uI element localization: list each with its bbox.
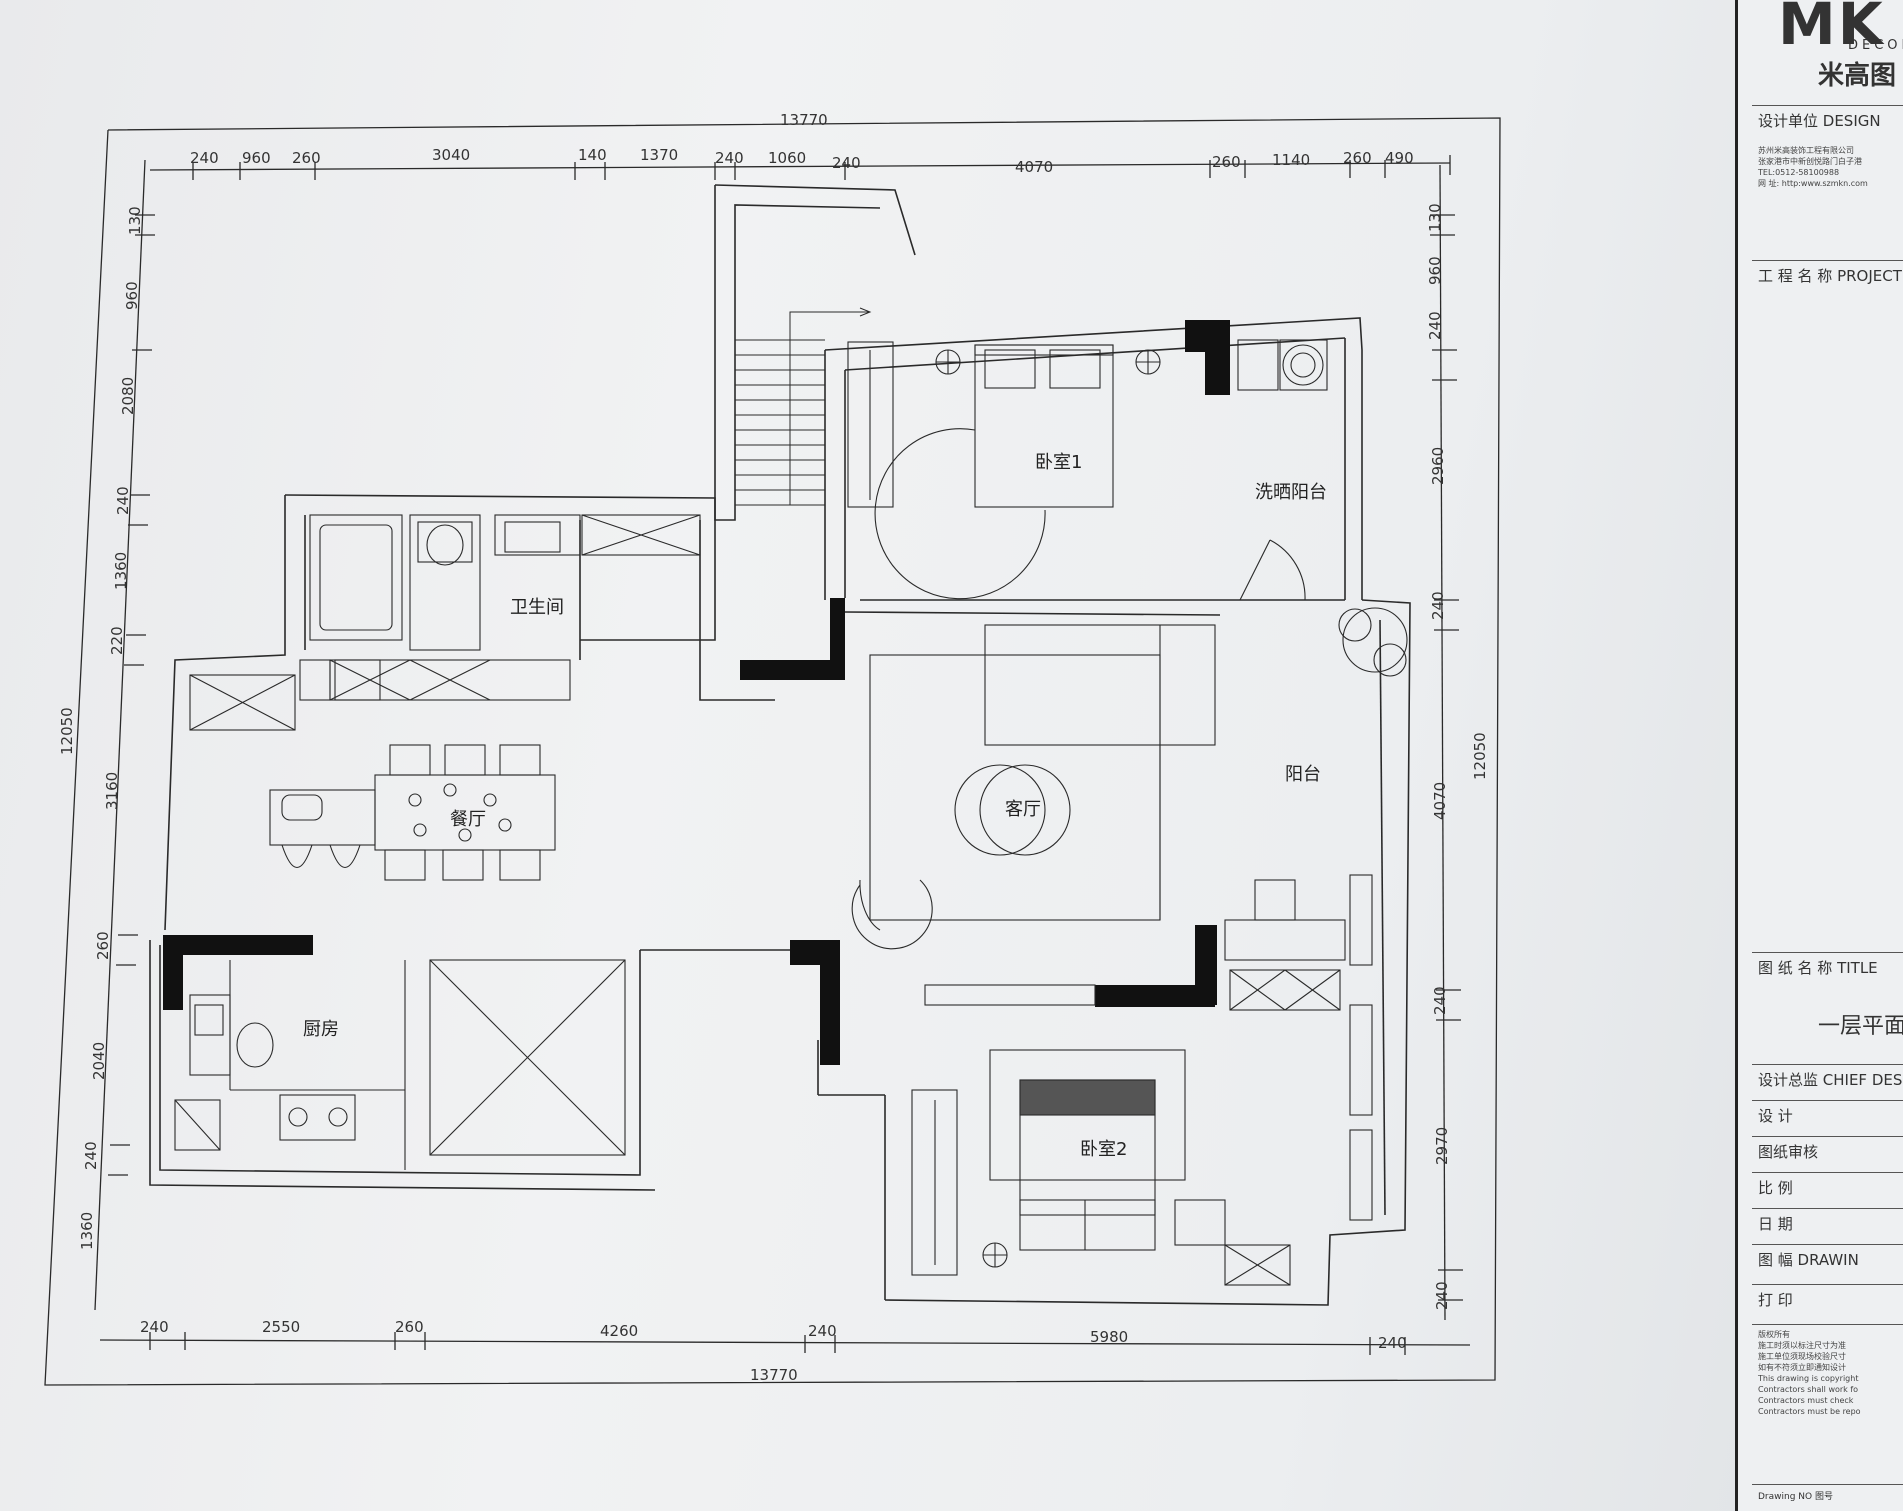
room-label-bathroom: 卫生间 — [510, 597, 564, 618]
dim-right-6: 240 — [1431, 986, 1449, 1015]
copyright-line-4: This drawing is copyright — [1758, 1374, 1859, 1383]
scale-row: 比 例 — [1752, 1172, 1903, 1208]
drawing-name-row: 图 纸 名 称 TITLE 一层平面 — [1752, 952, 1903, 1062]
dim-left-1: 960 — [123, 281, 141, 310]
dim-right-0: 130 — [1426, 203, 1444, 232]
dim-bottom-total: 13770 — [750, 1366, 798, 1384]
dim-top-1: 960 — [242, 149, 271, 167]
logo-cn: 米高图 — [1818, 61, 1897, 91]
copyright-row: 版权所有 施工时须以标注尺寸为准 施工单位须现场校验尺寸 如有不符须立即通知设计… — [1752, 1324, 1903, 1484]
design-unit-row: 设计单位 DESIGN 苏州米高装饰工程有限公司 张家港市中新创悦路门白子港 T… — [1752, 105, 1903, 255]
dim-left-5: 220 — [108, 626, 126, 655]
dim-bottom-3: 4260 — [600, 1322, 638, 1340]
design-unit-label: 设计单位 DESIGN — [1758, 112, 1881, 130]
floor-plan: 13770 240 960 260 3040 140 1370 240 1060… — [44, 111, 1501, 1386]
copyright-line-7: Contractors must be repo — [1758, 1407, 1861, 1416]
room-label-bedroom2: 卧室2 — [1080, 1139, 1127, 1160]
company-info: 苏州米高装饰工程有限公司 张家港市中新创悦路门白子港 TEL:0512-5810… — [1758, 145, 1903, 189]
dim-right-3: 2960 — [1429, 447, 1447, 485]
company-line-1: 张家港市中新创悦路门白子港 — [1758, 157, 1862, 166]
dim-right-4: 240 — [1429, 591, 1447, 620]
print-label: 打 印 — [1758, 1291, 1793, 1309]
dim-top-7: 1060 — [768, 149, 806, 167]
dim-right-total: 12050 — [1471, 732, 1489, 780]
dim-left-9: 240 — [82, 1141, 100, 1170]
room-label-dining: 餐厅 — [450, 809, 486, 830]
dim-left-7: 260 — [94, 931, 112, 960]
dim-left-3: 240 — [114, 486, 132, 515]
company-line-0: 苏州米高装饰工程有限公司 — [1758, 146, 1854, 155]
logo-text: MK — [1778, 0, 1885, 58]
dim-left-2: 2080 — [119, 377, 137, 415]
dim-top-0: 240 — [190, 149, 219, 167]
dim-right-5: 4070 — [1431, 782, 1449, 820]
chief-label: 设计总监 CHIEF DES — [1758, 1071, 1903, 1089]
dim-bottom-6: 240 — [1378, 1334, 1407, 1352]
dim-top-12: 260 — [1343, 149, 1372, 167]
review-label: 图纸审核 — [1758, 1143, 1819, 1161]
project-name-row: 工 程 名 称 PROJECT — [1752, 260, 1903, 950]
dim-left-total: 12050 — [58, 707, 76, 755]
drawing-name-label: 图 纸 名 称 TITLE — [1758, 959, 1878, 977]
dim-top-5: 1370 — [640, 146, 678, 164]
review-row: 图纸审核 — [1752, 1136, 1903, 1172]
outer-frame — [44, 117, 1501, 1386]
copyright-line-3: 如有不符须立即通知设计 — [1758, 1363, 1846, 1372]
dim-top-2: 260 — [292, 149, 321, 167]
date-row: 日 期 — [1752, 1208, 1903, 1244]
title-block: MK DECOR 米高图 设计单位 DESIGN 苏州米高装饰工程有限公司 张家… — [1735, 0, 1903, 1511]
copyright-line-6: Contractors must check — [1758, 1396, 1854, 1405]
dim-top-11: 1140 — [1272, 151, 1310, 169]
print-row: 打 印 — [1752, 1284, 1903, 1324]
company-line-3: 网 址: http:www.szmkn.com — [1758, 179, 1868, 188]
dim-top-13: 490 — [1385, 149, 1414, 167]
dim-bottom-5: 5980 — [1090, 1328, 1128, 1346]
copyright-line-1: 施工时须以标注尺寸为准 — [1758, 1341, 1846, 1350]
date-label: 日 期 — [1758, 1215, 1793, 1233]
room-label-balcony: 阳台 — [1285, 764, 1321, 785]
dim-top-total: 13770 — [780, 111, 828, 129]
dim-left-4: 1360 — [112, 552, 130, 590]
room-label-laundry-balcony: 洗晒阳台 — [1255, 482, 1327, 503]
project-name-label: 工 程 名 称 PROJECT — [1758, 267, 1902, 285]
dim-right-2: 240 — [1426, 311, 1444, 340]
dim-top-9: 4070 — [1015, 158, 1053, 176]
designer-label: 设 计 — [1758, 1107, 1793, 1125]
dim-left-0: 130 — [126, 206, 144, 235]
drawing-no-row: Drawing NO 图号 — [1752, 1484, 1903, 1511]
dim-left-6: 3160 — [103, 772, 121, 810]
dim-top-8: 240 — [832, 154, 861, 172]
copyright-line-0: 版权所有 — [1758, 1330, 1790, 1339]
room-label-living: 客厅 — [1005, 799, 1041, 820]
dim-right-7: 2970 — [1433, 1127, 1451, 1165]
room-label-bedroom1: 卧室1 — [1035, 452, 1082, 473]
dim-left-8: 2040 — [90, 1042, 108, 1080]
dim-right-8: 240 — [1433, 1281, 1451, 1310]
dim-top-6: 240 — [715, 149, 744, 167]
dim-bottom-0: 240 — [140, 1318, 169, 1336]
dim-top-3: 3040 — [432, 146, 470, 164]
scale-label: 比 例 — [1758, 1179, 1793, 1197]
size-label: 图 幅 DRAWIN — [1758, 1251, 1859, 1269]
size-row: 图 幅 DRAWIN — [1752, 1244, 1903, 1284]
dim-bottom-4: 240 — [808, 1322, 837, 1340]
drawing-no-label: Drawing NO 图号 — [1758, 1492, 1833, 1502]
dim-top-4: 140 — [578, 146, 607, 164]
copyright-line-5: Contractors shall work fo — [1758, 1385, 1859, 1394]
logo-sub: DECOR — [1848, 38, 1903, 53]
drawing-title: 一层平面 — [1818, 1014, 1903, 1039]
company-logo: MK — [1778, 0, 1885, 58]
dim-bottom-2: 260 — [395, 1318, 424, 1336]
dim-right-1: 960 — [1426, 256, 1444, 285]
chief-row: 设计总监 CHIEF DES — [1752, 1064, 1903, 1100]
room-label-kitchen: 厨房 — [303, 1019, 339, 1040]
dim-top-10: 260 — [1212, 153, 1241, 171]
dim-left-10: 1360 — [78, 1212, 96, 1250]
copyright-line-2: 施工单位须现场校验尺寸 — [1758, 1352, 1846, 1361]
company-line-2: TEL:0512-58100988 — [1758, 168, 1840, 177]
designer-row: 设 计 — [1752, 1100, 1903, 1136]
dim-bottom-1: 2550 — [262, 1318, 300, 1336]
